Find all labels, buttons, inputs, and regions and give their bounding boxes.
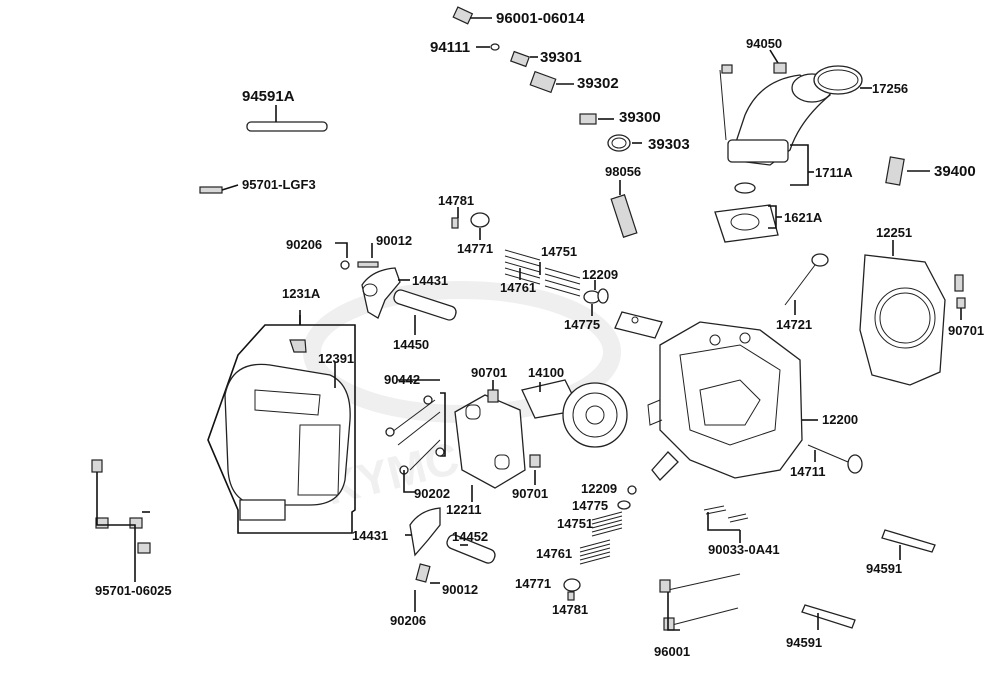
- head-cover-1231A: [207, 310, 356, 534]
- label-14771-low: 14771: [515, 576, 552, 591]
- screw-nut-90012-90206-low: [414, 563, 440, 612]
- label-12251: 12251: [876, 225, 913, 240]
- label-1621A: 1621A: [784, 210, 823, 225]
- label-39400: 39400: [934, 163, 976, 180]
- label-14450: 14450: [393, 337, 430, 352]
- bolt-group-90442: [385, 379, 446, 493]
- label-1231A: 1231A: [282, 286, 321, 301]
- nut-90012-top: [357, 243, 379, 268]
- rocker-arm-14431: [361, 267, 410, 319]
- label-14775-low: 14775: [572, 498, 609, 513]
- clip-39301: [510, 50, 538, 68]
- bolt-96001-06014: [452, 6, 492, 25]
- label-94591-low: 94591: [786, 635, 823, 650]
- label-14100: 14100: [528, 365, 565, 380]
- label-90701-mid: 90701: [471, 365, 508, 380]
- tool-94591A: [246, 105, 328, 132]
- bolt-95701-LGF3: [199, 184, 239, 194]
- label-90012-top: 90012: [376, 233, 413, 248]
- clip-39300: [579, 113, 614, 125]
- label-94111: 94111: [430, 39, 471, 56]
- label-90202: 90202: [414, 486, 451, 501]
- label-39302: 39302: [577, 75, 619, 92]
- label-12209-top: 12209: [582, 267, 619, 282]
- label-14781-top: 14781: [438, 193, 475, 208]
- label-12391: 12391: [318, 351, 355, 366]
- intake-manifold-1711A: [719, 64, 833, 194]
- valve-14721: [784, 253, 829, 315]
- label-14761-top: 14761: [500, 280, 537, 295]
- label-12200: 12200: [822, 412, 859, 427]
- label-95701-06025: 95701-06025: [95, 583, 172, 598]
- label-14771-top: 14771: [457, 241, 494, 256]
- head-gasket-12251: [859, 240, 946, 386]
- label-39301: 39301: [540, 49, 582, 66]
- label-14775-top: 14775: [564, 317, 601, 332]
- label-14751-top: 14751: [541, 244, 578, 259]
- camshaft-14100: [521, 379, 628, 448]
- label-96001: 96001: [654, 644, 691, 659]
- tool-94591-right: [881, 529, 936, 560]
- label-94050: 94050: [746, 36, 783, 51]
- label-90206-top: 90206: [286, 237, 323, 252]
- clamp-39302: [529, 70, 574, 94]
- label-14751-low: 14751: [557, 516, 594, 531]
- label-12209-low: 12209: [581, 481, 618, 496]
- washer-94111: [476, 43, 500, 51]
- label-90442: 90442: [384, 372, 421, 387]
- pin-90701-right: [954, 274, 966, 320]
- label-90701-low: 90701: [512, 486, 549, 501]
- label-96001-06014: 96001-06014: [496, 10, 585, 27]
- insulator-1621A: [714, 204, 782, 243]
- hose-clamp-17256: [813, 65, 872, 95]
- screw-90206-top: [335, 242, 350, 270]
- label-90206-low: 90206: [390, 613, 427, 628]
- shaft-14450: [393, 289, 457, 335]
- label-14761-low: 14761: [536, 546, 573, 561]
- label-14711: 14711: [790, 464, 826, 479]
- label-12211: 12211: [446, 502, 482, 517]
- valve-14711: [807, 444, 863, 474]
- retainer-14771: [470, 212, 490, 240]
- label-39303: 39303: [648, 136, 690, 153]
- cam-holder-12211: [454, 394, 526, 502]
- rocker-arm-14431-low: [405, 507, 441, 557]
- label-14431-top: 14431: [412, 273, 449, 288]
- seal-12209: [583, 280, 609, 304]
- clip-90033-0A41: [703, 505, 749, 543]
- label-95701-LGF3: 95701-LGF3: [242, 177, 316, 192]
- spark-plug-98056: [610, 180, 638, 238]
- pin-90701-low: [529, 454, 541, 485]
- sensor-plate: [614, 311, 663, 339]
- bolts-95701-06025: [91, 459, 151, 582]
- label-14452: 14452: [452, 529, 489, 544]
- nut-94050: [769, 49, 787, 74]
- label-94591A: 94591A: [242, 88, 295, 105]
- label-39300: 39300: [619, 109, 661, 126]
- oring-39303: [607, 134, 642, 152]
- keeper-14781: [451, 207, 459, 229]
- spring-14761-14751: [504, 249, 581, 297]
- pin-90701-mid: [487, 380, 499, 403]
- label-14431-low: 14431: [352, 528, 389, 543]
- sensor-39400: [885, 156, 930, 186]
- label-98056: 98056: [605, 164, 642, 179]
- shaft-14452: [446, 534, 496, 564]
- studs-96001: [659, 573, 741, 631]
- label-14721: 14721: [776, 317, 813, 332]
- label-90701-right: 90701: [948, 323, 985, 338]
- label-1711A: 1711A: [815, 165, 853, 180]
- lower-valve-parts: [563, 451, 679, 601]
- label-94591-right: 94591: [866, 561, 903, 576]
- label-90033-0A41: 90033-0A41: [708, 542, 780, 557]
- label-14781-low: 14781: [552, 602, 589, 617]
- label-90012-low: 90012: [442, 582, 479, 597]
- cylinder-head-12200: [647, 321, 818, 479]
- label-17256: 17256: [872, 81, 909, 96]
- tool-94591-low: [801, 604, 856, 630]
